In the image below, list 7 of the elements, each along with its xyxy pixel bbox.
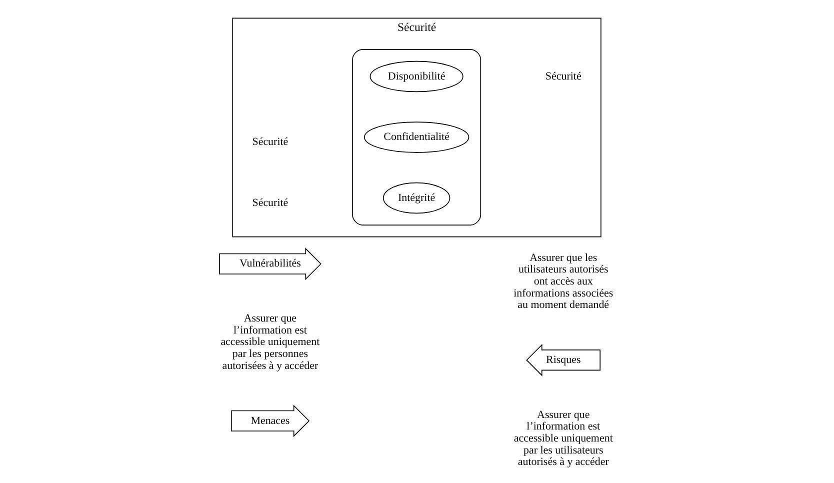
label: Assurer que l’information est accessible uniquement par les personnes autorisées à y accéder [220,312,320,372]
cluster [352,49,482,226]
node-ellipse: Confidentialité [364,122,470,153]
label: Assurer que les utilisateurs autorisés ont accès aux informations associées au moment demandé [514,252,614,312]
label: Assurer que l’information est accessible uniquement par les utilisateurs autorisés à y accéder [514,408,613,468]
node-ellipse: Disponibilité [370,60,464,92]
node-ellipse: Intégrité [382,182,450,214]
